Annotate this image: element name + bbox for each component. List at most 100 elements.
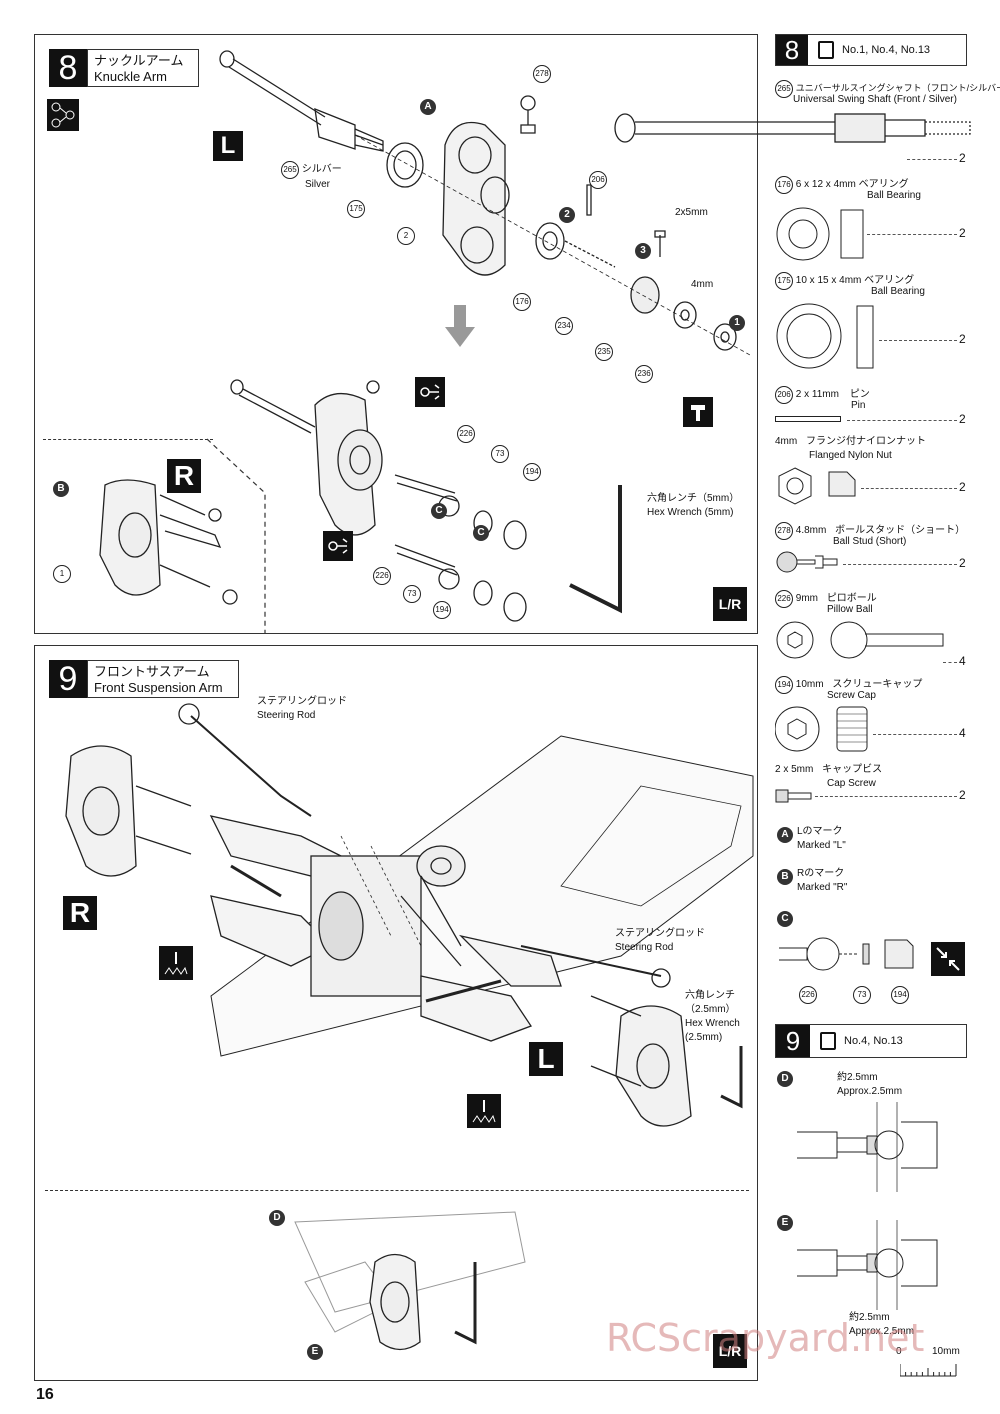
mark-b-legend: B Rのマーク Marked "R"	[777, 866, 847, 893]
part-194-number: 194	[891, 986, 909, 1004]
part-176-row: 176 6 x 12 x 4mm ベアリング Ball Bearing 2	[775, 176, 975, 266]
part-194-number: 194	[433, 601, 451, 619]
steering-rod-1-ja: ステアリングロッド	[257, 696, 347, 707]
part-194-number: 194	[775, 676, 793, 694]
part-278-size: 4.8mm	[795, 525, 827, 536]
detail-e-en: Approx.2.5mm	[849, 1326, 915, 1337]
part-176-size: 6 x 12 x 4mm	[795, 179, 856, 190]
cap-screw-header: 2 x 5mm キャップビス	[775, 764, 882, 776]
grease-icon-left	[159, 946, 193, 980]
side-l-badge: L	[213, 131, 243, 161]
part-175-header: 175 10 x 15 x 4mm ベアリング	[775, 272, 914, 290]
step9-side-lr-text: L/R	[718, 1343, 742, 1359]
hex-wrench-25-en: Hex Wrench	[685, 1018, 740, 1029]
hex-wrench-25-size: （2.5mm）	[685, 1004, 736, 1015]
grease-icon-right	[467, 1094, 501, 1128]
part-236-number: 236	[635, 365, 653, 383]
part-194-number: 194	[523, 463, 541, 481]
qty-leader	[879, 340, 957, 341]
part-175-callout: 175	[347, 200, 365, 218]
part-234-number: 234	[555, 317, 573, 335]
watermark: RCScrapyard.net	[606, 1316, 925, 1360]
step9-panel: 9 フロントサスアーム Front Suspension Arm	[34, 645, 758, 1381]
part-194-row: 194 10mm スクリューキャップ Screw Cap 4	[775, 676, 975, 760]
nylon-nut-ja: フランジ付ナイロンナット	[806, 436, 927, 447]
part-206-en: Pin	[851, 400, 866, 411]
silver-en-label: Silver	[305, 179, 331, 190]
steering-rod-1-en: Steering Rod	[257, 710, 316, 721]
part-206-ja: ピン	[849, 389, 870, 400]
part-226-upper-callout: 226	[457, 425, 475, 443]
side-r-badge: R	[167, 459, 201, 493]
part-265-en: Universal Swing Shaft (Front / Silver)	[793, 94, 957, 105]
qty-leader	[815, 796, 957, 797]
hex-wrench-5-ja: 六角レンチ（5mm）	[647, 493, 740, 504]
nylon-nut-qty: 2	[959, 480, 966, 494]
part-2-callout: 2	[397, 227, 415, 245]
mark-b-ja: Rのマーク	[797, 868, 845, 879]
scale-bar: 0 10mm	[896, 1346, 968, 1382]
mark-c-73: 73	[853, 986, 871, 1004]
part-226-ja: ピロボール	[826, 593, 877, 604]
part-265-number: 265	[281, 161, 299, 179]
bag-icon	[818, 41, 834, 59]
part-175-row: 175 10 x 15 x 4mm ベアリング Ball Bearing 2	[775, 272, 975, 382]
part-73-number: 73	[491, 445, 509, 463]
step8-title-en: Knuckle Arm	[94, 69, 167, 84]
part-234-callout: 234	[555, 317, 573, 335]
size-4mm-label: 4mm	[691, 279, 714, 290]
part-206-header: 206 2 x 11mm ピン	[775, 386, 870, 404]
part-278-number: 278	[533, 65, 551, 83]
steering-rod-2-en: Steering Rod	[615, 942, 674, 953]
mark-a-en: Marked "L"	[797, 840, 846, 851]
part-226-number: 226	[799, 986, 817, 1004]
nylon-nut-size: 4mm	[775, 436, 798, 447]
part-278-row: 278 4.8mm ボールスタッド（ショート） Ball Stud (Short…	[775, 522, 975, 578]
nylon-nut-icon	[778, 467, 856, 505]
cap-screw-icon	[775, 789, 812, 803]
hex-wrench-25-en-size: (2.5mm)	[685, 1032, 723, 1043]
part-278-header: 278 4.8mm ボールスタッド（ショート）	[775, 522, 965, 540]
part-175-en: Ball Bearing	[871, 286, 925, 297]
part-265-callout: 265 シルバー	[281, 161, 342, 179]
part-265-header: 265 ユニバーサルスイングシャフト（フロント/シルバー）	[775, 80, 1000, 98]
qty-leader	[907, 159, 957, 160]
part-265-row: 265 ユニバーサルスイングシャフト（フロント/シルバー） Universal …	[614, 80, 1000, 165]
part-73-number: 73	[403, 585, 421, 603]
part-226-size: 9mm	[795, 593, 819, 604]
part-235-callout: 235	[595, 343, 613, 361]
part-265-number: 265	[775, 80, 793, 98]
mark-c-194: 194	[891, 986, 909, 1004]
side-lr-badge: L/R	[713, 587, 747, 621]
part-226-number: 226	[457, 425, 475, 443]
mark-e: E	[777, 1214, 793, 1231]
detail-d: D 約2.5mm Approx.2.5mm	[777, 1068, 967, 1198]
front-suspension-illustration	[65, 703, 754, 1127]
tool-icon	[683, 397, 713, 427]
step-3-marker: 3	[635, 243, 651, 259]
part-194-ja: スクリューキャップ	[832, 679, 923, 690]
compress-icon	[931, 942, 965, 976]
part-73-number: 73	[853, 986, 871, 1004]
nylon-nut-header: 4mm フランジ付ナイロンナット	[775, 436, 926, 448]
step9-side-lr-badge: L/R	[713, 1334, 747, 1368]
part-206-size: 2 x 11mm	[795, 389, 839, 400]
step8-title: ナックルアーム Knuckle Arm	[87, 49, 199, 87]
page-number: 16	[36, 1386, 54, 1403]
mark-c-lower-callout: C	[473, 525, 489, 541]
cap-screw-ja: キャップビス	[822, 764, 883, 775]
mark-c-legend: C 226 73 194	[777, 908, 967, 1004]
mark-b-callout: B	[53, 481, 69, 497]
part-176-ja: ベアリング	[858, 179, 909, 190]
mark-a-callout: A	[420, 99, 436, 115]
qty-leader	[847, 420, 957, 421]
silver-ja: シルバー	[301, 164, 342, 175]
cap-screw-row: 2 x 5mm キャップビス Cap Screw 2	[775, 764, 975, 808]
mark-c: C	[431, 503, 447, 519]
part-194-size: 10mm	[795, 679, 824, 690]
part-265-qty: 2	[959, 151, 966, 165]
part-175-number: 175	[775, 272, 793, 290]
mark-a-legend: A Lのマーク Marked "L"	[777, 824, 846, 851]
mark-e: E	[307, 1344, 323, 1360]
cap-screw-qty: 2	[959, 788, 966, 802]
